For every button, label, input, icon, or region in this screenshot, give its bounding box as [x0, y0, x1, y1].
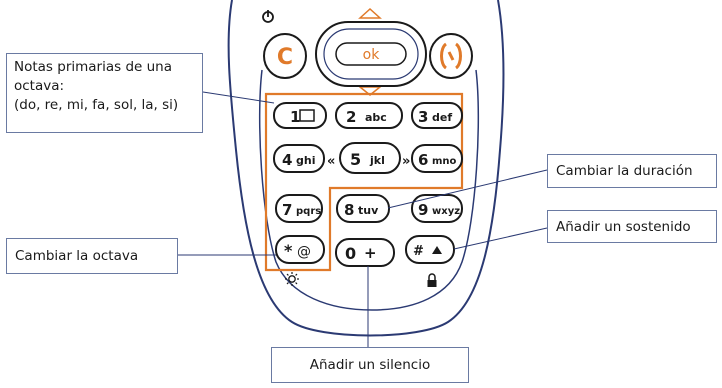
nav-up-arrow-icon: [358, 7, 382, 19]
left-chevrons-icon: «: [327, 154, 335, 169]
right-chevrons-icon: »: [402, 154, 410, 169]
duration-connector: [387, 169, 548, 209]
bell-arrow-icon: [432, 246, 442, 254]
voicemail-icon: [299, 109, 315, 122]
svg-text:5: 5: [350, 150, 361, 169]
svg-text:1: 1: [290, 108, 300, 126]
svg-text:pqrs: pqrs: [296, 206, 321, 217]
svg-text:*: *: [284, 241, 293, 260]
key-hash[interactable]: #: [405, 235, 455, 264]
key-3[interactable]: 3 def: [411, 102, 463, 129]
notes-keys-highlight: [264, 92, 464, 272]
key-1[interactable]: 1: [273, 102, 327, 129]
keypad-area-outline: [258, 69, 480, 311]
key-0[interactable]: 0 +: [335, 238, 395, 267]
svg-text:+: +: [364, 244, 377, 262]
wap-bracket-icon: [440, 42, 462, 70]
phone-body-outline: [227, 0, 505, 337]
svg-text:wxyz: wxyz: [432, 206, 460, 217]
svg-text:3: 3: [418, 108, 428, 126]
svg-text:2: 2: [346, 108, 356, 126]
key-2[interactable]: 2 abc: [335, 102, 403, 129]
ok-key[interactable]: ok: [315, 21, 427, 87]
svg-text:abc: abc: [365, 111, 387, 124]
notes-callout: Notas primarias de una octava: (do, re, …: [6, 53, 203, 133]
svg-text:9: 9: [418, 201, 428, 219]
key-6[interactable]: 6 mno: [411, 144, 463, 173]
svg-text:#: #: [413, 244, 424, 259]
key-5[interactable]: 5 jkl: [339, 142, 401, 174]
rest-callout: Añadir un silencio: [271, 347, 469, 383]
notes-callout-line-1: Notas primarias de una: [14, 59, 172, 75]
notes-callout-line-3: (do, re, mi, fa, sol, la, si): [14, 97, 179, 113]
svg-text:def: def: [432, 111, 452, 124]
svg-text:8: 8: [344, 201, 354, 219]
duration-callout: Cambiar la duración: [547, 154, 717, 188]
notes-callout-line-2: octava:: [14, 78, 65, 94]
key-4[interactable]: 4 ghi: [273, 144, 325, 173]
key-7[interactable]: 7 pqrs: [275, 194, 323, 223]
key-8[interactable]: 8 tuv: [336, 194, 390, 223]
svg-text:tuv: tuv: [358, 204, 379, 217]
backlight-icon: [285, 272, 299, 286]
svg-text:6: 6: [418, 151, 428, 169]
svg-text:0: 0: [345, 244, 356, 263]
svg-text:@: @: [297, 244, 311, 260]
power-icon: [262, 10, 274, 23]
clear-key[interactable]: C: [263, 33, 307, 79]
svg-text:mno: mno: [432, 156, 457, 167]
wap-key[interactable]: [429, 33, 473, 79]
sharp-callout: Añadir un sostenido: [547, 210, 717, 243]
svg-text:jkl: jkl: [369, 154, 385, 167]
svg-text:7: 7: [282, 201, 292, 219]
notes-connector: [202, 91, 275, 104]
key-9[interactable]: 9 wxyz: [411, 194, 463, 223]
svg-text:4: 4: [282, 151, 292, 169]
sharp-connector: [453, 227, 548, 250]
ok-key-label: ok: [363, 47, 381, 63]
padlock-icon: [427, 273, 437, 287]
key-star[interactable]: * @: [275, 235, 325, 264]
clear-key-label: C: [277, 45, 293, 70]
svg-text:ghi: ghi: [296, 154, 315, 167]
octave-callout: Cambiar la octava: [6, 238, 178, 274]
